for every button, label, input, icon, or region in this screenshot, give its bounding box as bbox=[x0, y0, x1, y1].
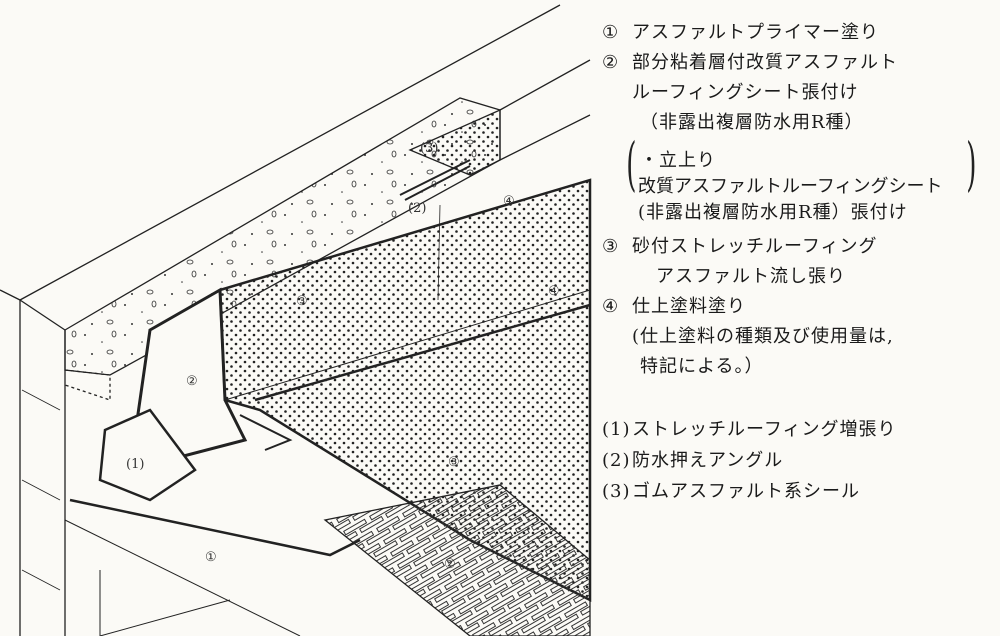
tag-layer2-b: ② bbox=[444, 557, 456, 572]
waterproofing-diagram: ③ ② (1) ① ③ ② ④ ④ (3) (2) bbox=[0, 4, 592, 636]
legend-note: 改質アスファルトルーフィングシート bbox=[638, 176, 943, 197]
legend-num: (2) bbox=[602, 450, 631, 471]
tag-sub2: (2) bbox=[408, 201, 426, 216]
bracket-left: ( bbox=[626, 130, 637, 198]
tag-sub1: (1) bbox=[126, 457, 144, 472]
legend-item-2: ② 部分粘着層付改質アスファルト bbox=[602, 48, 898, 74]
legend-text: 特記による。） bbox=[640, 356, 764, 377]
legend-sub-item-2: (2)防水押えアングル bbox=[602, 446, 783, 472]
legend-text: ルーフィングシート張付け bbox=[632, 82, 859, 103]
legend-num: ④ bbox=[602, 296, 620, 317]
legend-text: 砂付ストレッチルーフィング bbox=[632, 236, 878, 257]
tag-layer3-a: ③ bbox=[296, 294, 308, 309]
legend-sub-item-3: (3)ゴムアスファルト系シール bbox=[602, 477, 860, 503]
legend-text: 防水押えアングル bbox=[632, 450, 784, 471]
legend-text: 部分粘着層付改質アスファルト bbox=[632, 52, 898, 73]
legend-text: （非露出複層防水用R種） bbox=[640, 112, 864, 133]
parapet-top bbox=[0, 289, 66, 331]
parapet-outer-edge bbox=[19, 4, 561, 636]
legend-num: ① bbox=[602, 22, 620, 43]
tag-layer2-a: ② bbox=[186, 374, 198, 389]
legend-text: ストレッチルーフィング増張り bbox=[632, 419, 897, 440]
legend-item-1: ① アスファルトプライマー塗り bbox=[602, 18, 879, 44]
legend-sub-item-1: (1)ストレッチルーフィング増張り bbox=[602, 415, 897, 441]
legend-item-4: ④ 仕上塗料塗り bbox=[602, 292, 746, 318]
angle-bar bbox=[399, 159, 471, 201]
legend-text: アスファルトプライマー塗り bbox=[632, 22, 879, 43]
legend-num: ③ bbox=[602, 236, 620, 257]
seal-lead bbox=[437, 204, 441, 301]
tag-layer4-a: ④ bbox=[503, 194, 515, 209]
legend-num: (3) bbox=[602, 481, 631, 502]
sheet-pattern-area bbox=[323, 484, 591, 636]
legend-num: (1) bbox=[602, 419, 631, 440]
tag-layer1: ① bbox=[205, 550, 217, 565]
legend-text: 仕上塗料塗り bbox=[632, 296, 746, 317]
legend-text: ゴムアスファルト系シール bbox=[632, 481, 860, 502]
tag-layer3-b: ③ bbox=[448, 455, 460, 470]
bracket-right: ) bbox=[966, 130, 977, 198]
legend-note: (非露出複層防水用R種）張付け bbox=[638, 202, 908, 223]
tag-layer4-b: ④ bbox=[548, 284, 560, 299]
legend-num: ② bbox=[602, 52, 620, 73]
corner-reinforcement bbox=[98, 408, 197, 502]
legend-item-3: ③ 砂付ストレッチルーフィング bbox=[602, 232, 878, 258]
legend-text: (仕上塗料の種類及び使用量は, bbox=[632, 326, 894, 347]
legend-text: アスファルト流し張り bbox=[656, 266, 846, 287]
tag-sub3: (3) bbox=[420, 141, 438, 156]
legend-note: ・立上り bbox=[640, 150, 716, 171]
